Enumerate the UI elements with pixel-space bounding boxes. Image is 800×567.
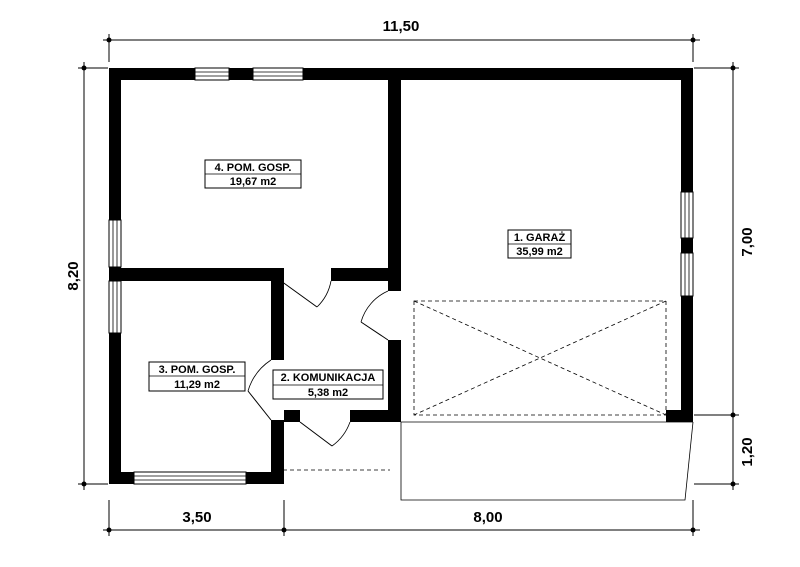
windows [108, 67, 694, 485]
dimension-label-total-width: 11,50 [383, 18, 420, 35]
window-top-2 [252, 67, 304, 81]
room-area: 35,99 m2 [516, 246, 562, 258]
room-name: 4. POM. GOSP. [215, 162, 292, 174]
window-right-2 [680, 252, 694, 297]
dimension-top: 11,50 [103, 18, 700, 62]
dimension-right: 7,00 1,20 [694, 62, 756, 490]
dimension-label-right-width: 8,00 [473, 509, 502, 526]
canopy-outline [400, 421, 694, 501]
dimension-label-total-depth: 8,20 [65, 261, 82, 290]
door-room4 [280, 280, 332, 308]
doors [247, 280, 389, 447]
door-entry [299, 421, 351, 447]
garage-door-dashed [413, 300, 667, 416]
dimension-label-garage-depth: 7,00 [739, 227, 756, 256]
dimension-left: 8,20 [65, 62, 108, 490]
room-label-pom-gosp-3: 3. POM. GOSP. 11,29 m2 [148, 361, 246, 392]
door-garage [360, 290, 389, 341]
door-room3 [247, 359, 272, 421]
room-label-komunikacja: 2. KOMUNIKACJA 5,38 m2 [272, 369, 384, 400]
room-area: 19,67 m2 [230, 176, 276, 188]
room-label-pom-gosp-4: 4. POM. GOSP. 19,67 m2 [204, 159, 302, 189]
dimension-label-left-width: 3,50 [182, 509, 211, 526]
room-label-garage: 1. GARAŻ 35,99 m2 [507, 229, 572, 259]
window-left-2 [108, 280, 122, 334]
window-top-1 [194, 67, 230, 81]
room-area: 5,38 m2 [308, 387, 348, 399]
window-right-1 [680, 191, 694, 239]
window-bottom [133, 471, 247, 485]
room-area: 11,29 m2 [174, 379, 220, 391]
room-name: 1. GARAŻ [514, 231, 566, 244]
room-name: 3. POM. GOSP. [159, 364, 236, 376]
room-name: 2. KOMUNIKACJA [281, 372, 376, 384]
dimension-label-canopy-depth: 1,20 [739, 437, 756, 466]
window-left-1 [108, 219, 122, 268]
walls [109, 68, 693, 484]
dimension-bottom: 3,50 8,00 [103, 500, 700, 536]
